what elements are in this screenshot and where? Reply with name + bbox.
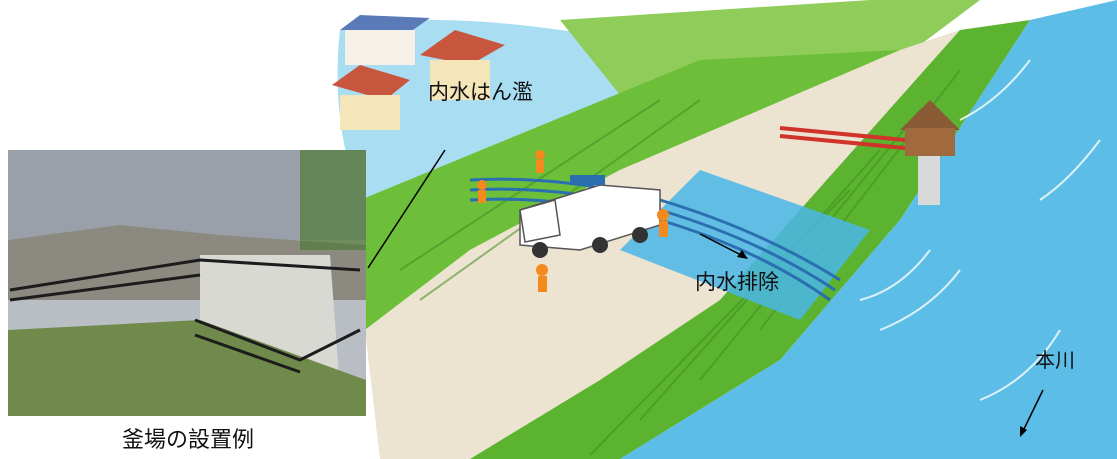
inundation-pointer	[367, 149, 446, 269]
embankment-right	[470, 20, 1030, 459]
pump-truck	[519, 175, 661, 258]
house-blue-roof	[340, 15, 430, 65]
example-photo	[8, 150, 366, 416]
photo-caption: 釜場の設置例	[122, 428, 255, 453]
house-red-roof-2	[332, 65, 410, 130]
sluice-gate-pillar	[918, 150, 940, 205]
drainage-arrow	[699, 233, 746, 258]
sluice-pipe	[779, 126, 906, 150]
inundation-label: 内水はん濫	[428, 80, 533, 104]
workers	[477, 150, 669, 292]
drainage-arrowhead	[737, 250, 748, 259]
sluice-gate-roof	[900, 100, 960, 130]
house-red-roof-1	[420, 30, 505, 100]
river-waves	[859, 59, 1101, 401]
river-arrowhead	[1020, 426, 1027, 437]
river-arrow	[1021, 389, 1044, 434]
drainage-label: 内水排除	[695, 270, 779, 294]
main-river	[620, 0, 1117, 459]
main-river-label: 本川	[1035, 348, 1075, 372]
sluice-gate-house	[905, 128, 955, 156]
embankment-left	[360, 50, 900, 330]
